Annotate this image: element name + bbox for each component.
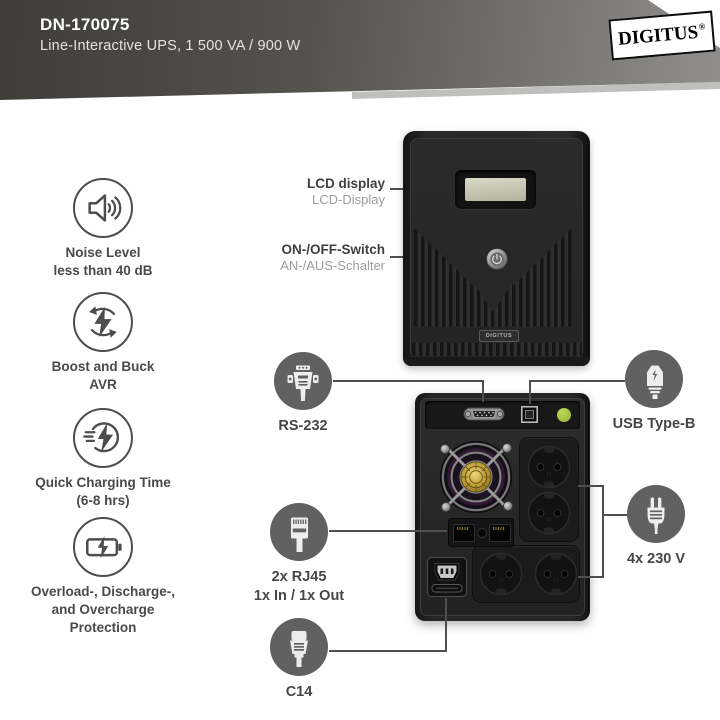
status-sticker bbox=[557, 408, 571, 422]
reset-button[interactable] bbox=[477, 528, 487, 538]
usb-type-b-port[interactable] bbox=[521, 406, 538, 428]
callout-label: USB Type-B bbox=[612, 416, 696, 432]
callout-label: C14 bbox=[285, 684, 313, 700]
schuko-outlet[interactable] bbox=[479, 552, 523, 596]
registered-mark: ® bbox=[698, 20, 706, 32]
outlet-block-lower bbox=[472, 545, 580, 603]
header-banner: DN-170075 Line-Interactive UPS, 1 500 VA… bbox=[0, 0, 720, 100]
connector-line bbox=[529, 380, 625, 382]
brand-name: DIGITUS bbox=[617, 21, 699, 50]
callout-label: RS-232 bbox=[278, 418, 328, 434]
outlet-block-upper bbox=[519, 437, 579, 542]
callout-rj45: 2x RJ45 1x In / 1x Out bbox=[229, 503, 369, 606]
c14-plug-icon bbox=[270, 618, 328, 676]
schuko-outlet[interactable] bbox=[527, 491, 571, 535]
callout-c14: C14 bbox=[229, 618, 369, 702]
connector-line bbox=[602, 485, 604, 578]
connector-line bbox=[578, 485, 604, 487]
rj45-pins bbox=[493, 527, 505, 530]
rs232-connector-icon bbox=[274, 352, 332, 410]
callout-on-off-switch: ON-/OFF-Switch AN-/AUS-Schalter bbox=[280, 242, 385, 273]
schuko-outlet[interactable] bbox=[527, 445, 571, 489]
front-base bbox=[403, 357, 590, 366]
feature-label: Quick Charging Time (6-8 hrs) bbox=[35, 475, 171, 508]
callout-outlets-230v: 4x 230 V bbox=[586, 485, 720, 569]
front-brand-badge: DIGITUS bbox=[479, 330, 519, 342]
page-title: DN-170075 bbox=[40, 15, 130, 34]
front-bottom-vents bbox=[412, 343, 582, 356]
callout-lcd-display: LCD display LCD-Display bbox=[307, 176, 385, 207]
page-subtitle: Line-Interactive UPS, 1 500 VA / 900 W bbox=[40, 38, 301, 54]
fan-screw bbox=[504, 502, 512, 510]
connector-line bbox=[578, 576, 604, 578]
rj45-port-in[interactable] bbox=[453, 524, 475, 542]
feature-label: Overload-, Discharge-, and Overcharge Pr… bbox=[30, 584, 176, 635]
power-plug-icon bbox=[627, 485, 685, 543]
rs232-port[interactable] bbox=[463, 405, 505, 428]
fan-screw bbox=[503, 444, 511, 452]
callout-title: ON-/OFF-Switch bbox=[281, 242, 386, 257]
feature-protection: Overload-, Discharge-, and Overcharge Pr… bbox=[23, 517, 183, 636]
ups-rear-view bbox=[415, 393, 590, 621]
usb-type-b-icon bbox=[625, 350, 683, 408]
feature-avr: Boost and Buck AVR bbox=[23, 292, 183, 394]
schuko-outlet[interactable] bbox=[534, 552, 578, 596]
connector-line bbox=[329, 650, 447, 652]
feature-noise-level: Noise Level less than 40 dB bbox=[23, 178, 183, 280]
avr-cycle-icon bbox=[73, 292, 133, 352]
callout-rs232: RS-232 bbox=[233, 352, 373, 436]
callout-label: 4x 230 V bbox=[626, 551, 686, 567]
fan-screw bbox=[442, 503, 450, 511]
connector-line bbox=[333, 380, 484, 382]
cooling-fan bbox=[438, 439, 514, 520]
callout-title: LCD display bbox=[306, 176, 385, 191]
feature-quick-charge: Quick Charging Time (6-8 hrs) bbox=[23, 408, 183, 510]
power-button[interactable] bbox=[486, 248, 508, 270]
quick-charge-icon bbox=[73, 408, 133, 468]
connector-line bbox=[482, 380, 484, 402]
callout-subtitle: AN-/AUS-Schalter bbox=[280, 258, 385, 273]
speaker-icon bbox=[73, 178, 133, 238]
fan-screw bbox=[441, 445, 449, 453]
rj45-plug-icon bbox=[270, 503, 328, 561]
ups-front-view: DIGITUS bbox=[403, 131, 590, 366]
c14-inlet[interactable] bbox=[427, 557, 467, 602]
lcd-screen bbox=[465, 178, 526, 201]
connector-line bbox=[604, 514, 628, 516]
feature-label: Boost and Buck AVR bbox=[51, 359, 155, 392]
connector-line bbox=[329, 530, 447, 532]
rj45-pins bbox=[457, 527, 469, 530]
rj45-port-out[interactable] bbox=[489, 524, 511, 542]
feature-label: Noise Level less than 40 dB bbox=[53, 245, 153, 278]
callout-subtitle: LCD-Display bbox=[312, 192, 385, 207]
callout-usb-type-b: USB Type-B bbox=[584, 350, 720, 434]
battery-bolt-icon bbox=[73, 517, 133, 577]
rj45-ports bbox=[448, 518, 514, 547]
connector-line bbox=[529, 380, 531, 404]
callout-label: 2x RJ45 1x In / 1x Out bbox=[253, 569, 345, 604]
connector-line bbox=[445, 598, 447, 652]
